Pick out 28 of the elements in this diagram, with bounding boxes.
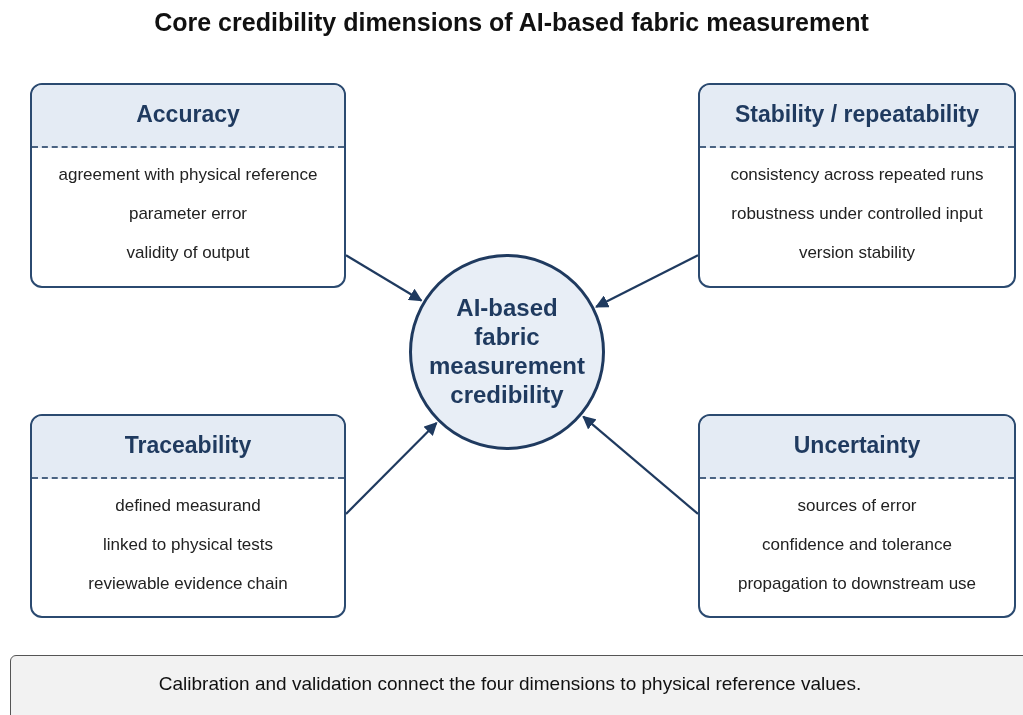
card-item: propagation to downstream use: [736, 574, 978, 594]
dimension-card: [698, 83, 1016, 288]
card-heading: Uncertainty: [792, 432, 922, 459]
circle-label: AI-based fabric measurement credibility: [427, 294, 587, 410]
card-item: linked to physical tests: [101, 535, 275, 555]
note-box: [10, 655, 1023, 715]
card-item: confidence and tolerance: [761, 535, 953, 555]
arrow: [595, 254, 699, 308]
diagram-title: Core credibility dimensions of AI-based fabric measurement: [153, 8, 870, 37]
card-heading: Stability / repeatability: [733, 101, 981, 128]
card-item: parameter error: [127, 204, 249, 224]
card-item: sources of error: [796, 496, 918, 516]
card-heading: Accuracy: [135, 101, 241, 128]
card-item: robustness under controlled input: [730, 204, 984, 224]
arrow: [582, 415, 699, 515]
card-item: consistency across repeated runs: [729, 165, 985, 185]
arrow: [345, 422, 438, 515]
arrow: [345, 254, 423, 302]
dimension-card: [30, 83, 346, 288]
dimension-card: [698, 414, 1016, 618]
card-heading: Traceability: [123, 432, 253, 459]
card-item: agreement with physical reference: [57, 165, 319, 185]
card-item: validity of output: [125, 243, 251, 263]
card-item: version stability: [797, 243, 917, 263]
card-item: reviewable evidence chain: [87, 574, 289, 594]
note-text: Calibration and validation connect the four dimensions to physical reference values.: [158, 673, 862, 695]
card-item: defined measurand: [114, 496, 262, 516]
dimension-card: [30, 414, 346, 618]
